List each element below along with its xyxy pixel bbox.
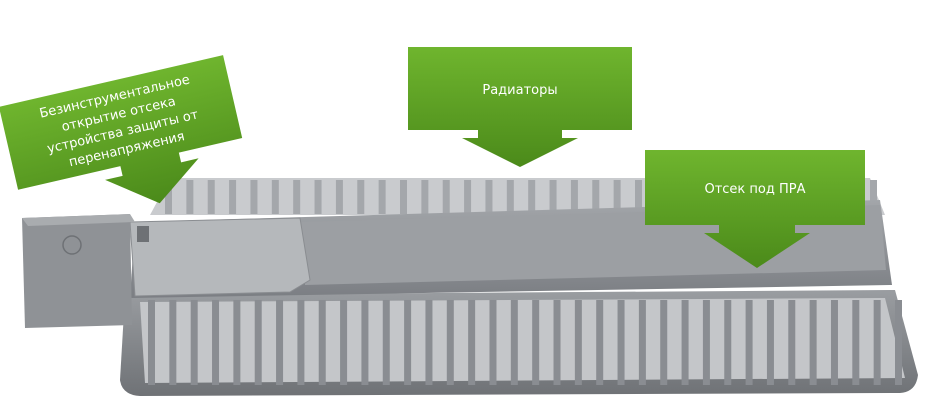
fin	[809, 300, 817, 385]
fin	[233, 300, 241, 385]
callout-radiators-label: Радиаторы	[482, 83, 557, 98]
logo-mark-icon	[62, 235, 82, 255]
callout-radiators: Радиаторы	[408, 47, 632, 167]
fin	[592, 180, 600, 214]
fin	[574, 300, 582, 385]
surge-compartment	[129, 217, 311, 297]
fin	[271, 180, 279, 214]
callout-driver-compartment-label: Отсек под ПРА	[704, 182, 805, 197]
fin	[276, 300, 284, 385]
fin	[638, 300, 646, 385]
fin	[464, 180, 472, 214]
fin	[250, 180, 258, 214]
fin	[318, 300, 326, 385]
fin	[788, 300, 796, 385]
fin	[506, 180, 514, 214]
fin	[489, 300, 497, 385]
fin	[549, 180, 557, 214]
fin	[532, 300, 540, 385]
fin	[745, 300, 753, 385]
fin	[190, 300, 198, 385]
fin	[446, 300, 454, 385]
fin	[468, 300, 476, 385]
fin	[404, 300, 412, 385]
fin	[254, 300, 262, 385]
fin	[702, 300, 710, 385]
fin	[212, 300, 220, 385]
callout-driver-compartment: Отсек под ПРА	[645, 150, 865, 268]
fin	[378, 180, 386, 214]
fin	[335, 180, 343, 214]
fin	[873, 300, 881, 385]
fin	[617, 300, 625, 385]
fin	[207, 180, 215, 214]
fin	[870, 180, 877, 214]
callout-surge-protection: Безинструментальное открытие отсека устр…	[0, 55, 243, 204]
fin	[660, 300, 668, 385]
fin	[442, 180, 450, 214]
fin	[186, 180, 194, 214]
fin	[421, 180, 429, 214]
fin	[570, 180, 578, 214]
fin	[357, 180, 365, 214]
fin	[165, 180, 172, 214]
fin	[297, 300, 305, 385]
fin	[148, 300, 155, 385]
fin	[229, 180, 237, 214]
fin	[293, 180, 301, 214]
fin	[382, 300, 390, 385]
fin	[553, 300, 561, 385]
fin	[425, 300, 433, 385]
fin	[613, 180, 621, 214]
fin	[340, 300, 348, 385]
latch	[137, 226, 149, 242]
fin	[681, 300, 689, 385]
fin	[635, 180, 642, 214]
pole-mount	[22, 214, 132, 328]
fin	[596, 300, 604, 385]
fin	[510, 300, 518, 385]
lower-tray	[120, 290, 918, 396]
fin	[400, 180, 407, 214]
fin	[724, 300, 732, 385]
fin	[485, 180, 493, 214]
fin	[895, 300, 902, 385]
fin	[314, 180, 322, 214]
fin	[766, 300, 774, 385]
fin	[169, 300, 177, 385]
bottom-fins	[148, 300, 902, 385]
fin	[852, 300, 860, 385]
fin	[361, 300, 369, 385]
fin	[528, 180, 536, 214]
fin	[830, 300, 838, 385]
